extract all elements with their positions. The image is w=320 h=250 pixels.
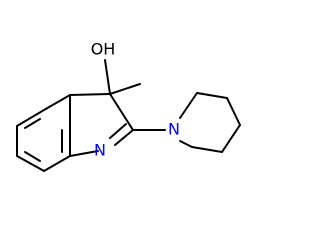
bond bbox=[24, 118, 41, 129]
bond bbox=[109, 123, 127, 139]
bond bbox=[191, 146, 223, 153]
bond bbox=[179, 92, 198, 119]
chemical-structure: OH N N bbox=[16, 40, 241, 172]
bond bbox=[109, 93, 134, 131]
bond bbox=[226, 97, 241, 126]
bond bbox=[179, 140, 193, 148]
bond bbox=[16, 109, 45, 127]
bond bbox=[43, 94, 71, 111]
bond bbox=[16, 155, 45, 172]
benzene-ring bbox=[16, 94, 71, 172]
bond bbox=[69, 93, 111, 96]
piperidine-ring bbox=[179, 92, 241, 153]
bond bbox=[104, 59, 111, 95]
ring-nitrogen-label: N bbox=[94, 141, 106, 160]
five-membered-ring bbox=[69, 93, 134, 157]
bond bbox=[196, 92, 228, 99]
bond bbox=[43, 155, 71, 172]
bond bbox=[24, 151, 41, 162]
bond bbox=[221, 124, 241, 153]
bond bbox=[69, 150, 99, 157]
bond bbox=[114, 129, 134, 146]
hydroxyl-label: OH bbox=[91, 40, 116, 59]
substituents bbox=[104, 59, 166, 131]
piperidine-nitrogen-label: N bbox=[168, 120, 180, 139]
bond bbox=[109, 83, 141, 95]
